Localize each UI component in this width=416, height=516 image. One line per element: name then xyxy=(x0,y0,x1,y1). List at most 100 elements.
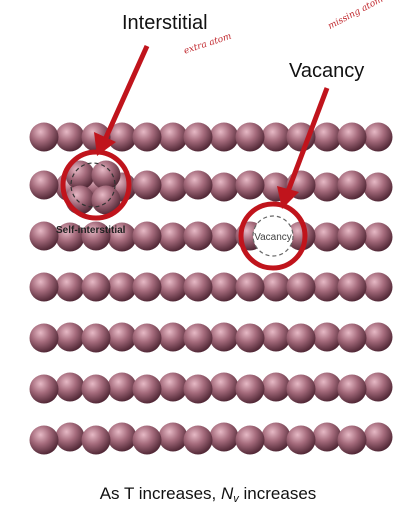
lattice-atom xyxy=(183,425,213,455)
vacancy-arrowhead xyxy=(277,186,299,209)
lattice-atom xyxy=(55,322,85,352)
lattice-atom xyxy=(132,323,162,353)
lattice-atom xyxy=(29,170,59,200)
lattice-atom xyxy=(183,122,213,152)
lattice-atom xyxy=(107,322,137,352)
lattice-atom xyxy=(81,221,111,251)
vacancy-site-outline xyxy=(252,215,294,257)
lattice-atom xyxy=(312,122,342,152)
lattice-atom xyxy=(132,272,162,302)
interstitial-arrow xyxy=(101,44,150,144)
lattice-atom xyxy=(29,221,59,251)
lattice-atom xyxy=(337,272,367,302)
lattice-atom xyxy=(55,272,85,302)
lattice-atom xyxy=(312,422,342,452)
lattice-atom xyxy=(158,272,188,302)
lattice-atom xyxy=(337,425,367,455)
lattice-atom xyxy=(363,322,393,352)
lattice-atom xyxy=(286,221,316,251)
lattice-atom xyxy=(29,272,59,302)
lattice-atom xyxy=(183,272,213,302)
lattice-atom xyxy=(81,272,111,302)
caption-prefix: As T increases, xyxy=(99,484,217,503)
lattice-atom xyxy=(261,272,291,302)
lattice-atom xyxy=(132,425,162,455)
lattice-atom xyxy=(363,372,393,402)
lattice-atom xyxy=(158,322,188,352)
lattice-atom xyxy=(55,372,85,402)
lattice-atom xyxy=(107,122,137,152)
lattice-atom xyxy=(363,272,393,302)
vacancy-site-label: Vacancy xyxy=(254,232,292,243)
lattice-atom xyxy=(261,422,291,452)
lattice-atom xyxy=(158,172,188,202)
lattice-atom xyxy=(183,170,213,200)
lattice-atom xyxy=(81,425,111,455)
caption: As T increases, Nv increases xyxy=(0,484,416,505)
lattice-atom xyxy=(158,122,188,152)
interstitial-atom xyxy=(91,160,121,190)
lattice-atom xyxy=(107,372,137,402)
lattice-atom xyxy=(235,122,265,152)
interstitial-atom-outline xyxy=(70,162,116,208)
lattice-atom xyxy=(261,122,291,152)
lattice-atom xyxy=(286,272,316,302)
lattice-atom xyxy=(209,172,239,202)
lattice-atom xyxy=(209,122,239,152)
lattice-atom xyxy=(107,272,137,302)
lattice-atom xyxy=(132,122,162,152)
lattice-atom xyxy=(209,372,239,402)
lattice-atom xyxy=(235,170,265,200)
lattice-atom xyxy=(337,221,367,251)
lattice-atom xyxy=(132,170,162,200)
lattice-atom xyxy=(209,272,239,302)
vacancy-marker-circle xyxy=(238,201,308,271)
lattice-atom xyxy=(132,374,162,404)
lattice-atom xyxy=(81,374,111,404)
vacancy-title: Vacancy xyxy=(289,60,365,82)
interstitial-marker-circle xyxy=(60,149,132,221)
lattice-atom xyxy=(312,222,342,252)
lattice-atom xyxy=(286,425,316,455)
lattice-atom xyxy=(132,221,162,251)
lattice-atom xyxy=(29,323,59,353)
caption-symbol: N xyxy=(221,484,234,503)
lattice-atom xyxy=(235,272,265,302)
interstitial-title: Interstitial xyxy=(122,12,208,34)
lattice-atom xyxy=(363,422,393,452)
caption-suffix: increases xyxy=(243,484,317,503)
caption-subscript: v xyxy=(233,493,239,505)
lattice-atom xyxy=(337,170,367,200)
lattice-atom xyxy=(158,372,188,402)
lattice-atom xyxy=(312,172,342,202)
lattice-atom xyxy=(29,374,59,404)
lattice-atom xyxy=(363,172,393,202)
lattice-atom xyxy=(286,323,316,353)
lattice-atom xyxy=(337,323,367,353)
lattice-atom xyxy=(55,122,85,152)
lattice-atom xyxy=(312,372,342,402)
lattice-atom xyxy=(261,322,291,352)
lattice-atom xyxy=(235,374,265,404)
lattice-atom xyxy=(337,374,367,404)
lattice-atom xyxy=(55,222,85,252)
lattice-atom xyxy=(183,323,213,353)
vacancy-arrow xyxy=(284,87,330,195)
self-interstitial-label: Self-interstitial xyxy=(56,225,126,236)
lattice-atom xyxy=(286,374,316,404)
lattice-atom xyxy=(107,222,137,252)
lattice-atom xyxy=(261,372,291,402)
lattice-atom xyxy=(363,222,393,252)
lattice-atom xyxy=(337,122,367,152)
lattice-atom xyxy=(183,221,213,251)
interstitial-arrowhead xyxy=(94,132,116,156)
interstitial-atom xyxy=(65,160,95,190)
lattice-atom xyxy=(209,222,239,252)
lattice-atom xyxy=(312,322,342,352)
lattice-atom xyxy=(107,422,137,452)
lattice-atom xyxy=(29,122,59,152)
lattice-atom xyxy=(312,272,342,302)
lattice-atom xyxy=(209,322,239,352)
